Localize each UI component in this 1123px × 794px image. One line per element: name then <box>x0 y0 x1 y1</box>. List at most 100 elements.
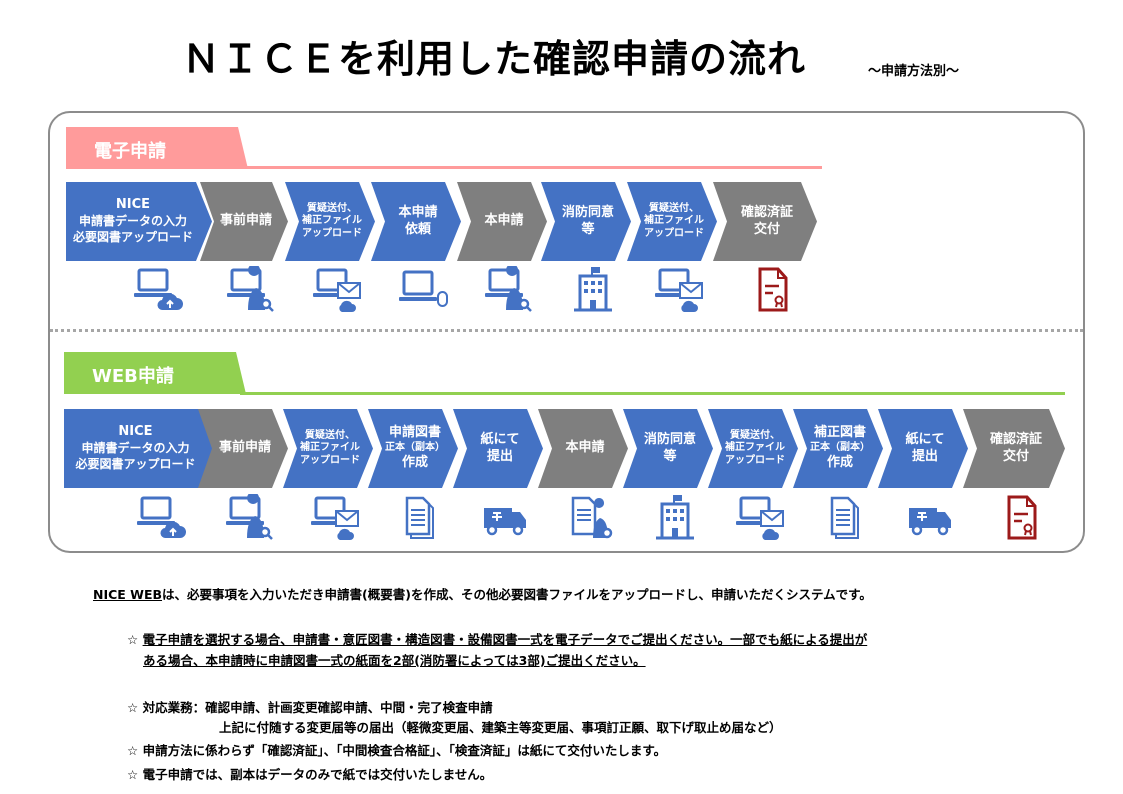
step-label: 質疑送付、 <box>305 429 355 441</box>
step-label: 補正ファイル <box>644 215 704 227</box>
step-label: 本申請 <box>565 440 605 456</box>
laptop-mail-upload-icon <box>310 494 360 540</box>
star-icon: ☆ <box>127 767 139 782</box>
step-chevron: 本申請 <box>457 182 547 261</box>
step-label: 作成 <box>401 454 428 470</box>
step-label: 質疑送付、 <box>649 202 699 214</box>
step-label: NICE <box>115 197 151 213</box>
step-label: 正本（副本） <box>385 442 445 454</box>
nice-web-link[interactable]: NICE WEB <box>93 587 163 602</box>
step-label: 提出 <box>486 448 513 464</box>
page-title: ＮＩＣＥを利用した確認申請の流れ <box>182 37 807 81</box>
step-label: 消防同意等 <box>643 431 696 464</box>
step-label: 本申請 <box>398 204 438 220</box>
building-icon <box>568 266 618 312</box>
step-chevron: 確認済証交付 <box>713 182 817 261</box>
web-tab: WEB申請 <box>64 352 246 394</box>
note-4-text: 電子申請では、副本はデータのみで紙では交付いたしません。 <box>142 767 493 782</box>
intro-note: NICE WEBは、必要事項を入力いただき申請書(概要書)を作成、その他必要図書… <box>93 584 872 603</box>
step-chevron: 申請図書正本（副本）作成 <box>368 409 458 488</box>
electronic-tab: 電子申請 <box>66 127 248 169</box>
step-label: アップロード <box>302 227 362 239</box>
step-chevron: 消防同意等 <box>623 409 713 488</box>
step-label: 確認済証 <box>740 204 793 220</box>
step-label: 申請書データの入力 <box>78 214 187 229</box>
step-chevron: 質疑送付、補正ファイルアップロード <box>283 409 373 488</box>
step-chevron: 事前申請 <box>200 182 288 261</box>
note-2: ☆ 対応業務：確認申請、計画変更確認申請、中間・完了検査申請 <box>127 697 493 716</box>
certificate-icon <box>747 266 797 312</box>
note-2-line-2: 上記に付随する変更届等の届出（軽微変更届、建築主等変更届、事項訂正願、取下げ取止… <box>219 720 782 735</box>
step-label: 提出 <box>911 448 938 464</box>
step-chevron: 質疑送付、補正ファイルアップロード <box>708 409 798 488</box>
laptop-user-search-icon <box>226 264 276 312</box>
note-3-text: 申請方法に係わらず「確認済証」、「中間検査合格証」、「検査済証」は紙にて交付いた… <box>142 743 667 758</box>
page-subtitle: ～申請方法別～ <box>868 64 960 79</box>
note-4: ☆ 電子申請では、副本はデータのみで紙では交付いたしません。 <box>127 764 492 783</box>
step-label: 申請図書 <box>388 425 441 441</box>
documents-icon <box>820 494 870 540</box>
step-chevron: 補正図書正本（副本）作成 <box>793 409 883 488</box>
step-label: 作成 <box>826 454 853 470</box>
step-chevron: 紙にて提出 <box>878 409 968 488</box>
step-label: アップロード <box>725 454 785 466</box>
star-icon: ☆ <box>127 743 139 758</box>
step-label: 質疑送付、 <box>730 429 780 441</box>
laptop-cloud-upload-icon <box>136 494 186 540</box>
note-1b: ある場合、本申請時に申請図書一式の紙面を2部(消防署によっては3部)ご提出くださ… <box>143 650 646 669</box>
step-chevron: 紙にて提出 <box>453 409 543 488</box>
section-divider <box>50 329 1083 332</box>
step-chevron: 消防同意等 <box>541 182 631 261</box>
electronic-tab-line <box>240 166 822 169</box>
note-1-line-1: 電子申請を選択する場合、申請書・意匠図書・構造図書・設備図書一式を電子データでご… <box>142 632 868 647</box>
step-label: 補正図書 <box>813 425 866 441</box>
laptop-user-search-icon <box>225 492 275 540</box>
step-label: 消防同意等 <box>561 204 614 237</box>
star-icon: ☆ <box>127 700 139 715</box>
documents-user-search-icon <box>565 494 615 540</box>
step-label: 事前申請 <box>219 213 272 229</box>
step-chevron: 本申請 <box>538 409 628 488</box>
note-1: ☆ 電子申請を選択する場合、申請書・意匠図書・構造図書・設備図書一式を電子データ… <box>127 629 867 648</box>
step-chevron: 事前申請 <box>198 409 288 488</box>
step-label: 交付 <box>753 221 780 237</box>
note-2b: 上記に付随する変更届等の届出（軽微変更届、建築主等変更届、事項訂正願、取下げ取止… <box>219 717 782 736</box>
step-label: 正本（副本） <box>810 442 870 454</box>
step-label: 交付 <box>1002 448 1029 464</box>
step-chevron: 質疑送付、補正ファイルアップロード <box>285 182 375 261</box>
laptop-mail-upload-icon <box>735 494 785 540</box>
laptop-mail-upload-icon <box>654 266 704 312</box>
step-label: 補正ファイル <box>302 215 362 227</box>
note-1-line-2: ある場合、本申請時に申請図書一式の紙面を2部(消防署によっては3部)ご提出くださ… <box>143 653 646 668</box>
step-chevron: 確認済証交付 <box>963 409 1065 488</box>
laptop-mouse-icon <box>398 266 448 312</box>
step-label: アップロード <box>644 227 704 239</box>
flow-panel <box>48 111 1085 553</box>
step-label: 紙にて <box>480 431 520 447</box>
step-label: 補正ファイル <box>300 442 360 454</box>
step-label: 必要図書アップロード <box>75 456 196 471</box>
step-label: 確認済証 <box>989 431 1042 447</box>
step-label: 補正ファイル <box>725 442 785 454</box>
step-label: 申請書データの入力 <box>81 441 190 456</box>
step-chevron: 質疑送付、補正ファイルアップロード <box>627 182 717 261</box>
laptop-mail-upload-icon <box>312 266 362 312</box>
certificate-icon <box>996 494 1046 540</box>
note-3: ☆ 申請方法に係わらず「確認済証」、「中間検査合格証」、「検査済証」は紙にて交付… <box>127 740 666 759</box>
step-label: 必要図書アップロード <box>72 229 193 244</box>
step-label: 依頼 <box>404 221 431 237</box>
building-icon <box>650 494 700 540</box>
step-label: アップロード <box>300 454 360 466</box>
step-chevron: 本申請依頼 <box>371 182 461 261</box>
note-2-line-1: 対応業務：確認申請、計画変更確認申請、中間・完了検査申請 <box>142 700 493 715</box>
step-label: 本申請 <box>484 213 524 229</box>
step-label: 事前申請 <box>218 440 271 456</box>
laptop-user-search-icon <box>484 264 534 312</box>
step-label: 紙にて <box>905 431 945 447</box>
star-icon: ☆ <box>127 632 139 647</box>
laptop-cloud-upload-icon <box>133 266 183 312</box>
step-label: 質疑送付、 <box>307 202 357 214</box>
step-label: NICE <box>118 424 153 440</box>
